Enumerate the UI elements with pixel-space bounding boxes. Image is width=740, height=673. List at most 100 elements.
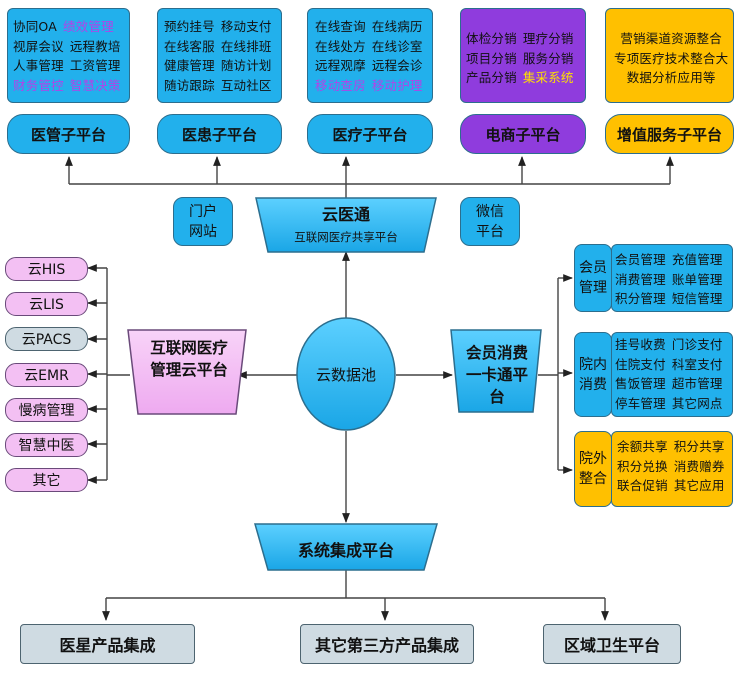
feature-item[interactable]: 健康管理 xyxy=(164,58,215,73)
feature-item[interactable]: 超市管理 xyxy=(671,376,723,391)
top-title-5[interactable]: 增值服务子平台 xyxy=(605,114,734,154)
integration-label[interactable]: 系统集成平台 xyxy=(297,541,394,560)
wechat-node[interactable]: 微信平台 xyxy=(460,197,520,246)
feature-item[interactable]: 积分管理 xyxy=(615,291,666,306)
data-pool-label[interactable]: 云数据池 xyxy=(315,366,376,384)
feature-item[interactable]: 专项医疗技术整合大 xyxy=(614,50,729,66)
feature-item[interactable]: 在线诊室 xyxy=(371,38,423,54)
feature-item[interactable]: 移动查房 xyxy=(315,77,366,93)
right-bracket xyxy=(538,278,559,470)
top-title-3[interactable]: 医疗子平台 xyxy=(307,114,433,154)
feature-item[interactable]: 产品分销 xyxy=(466,70,517,85)
feature-item[interactable]: 消费赠券 xyxy=(673,458,725,474)
top-title-2[interactable]: 医患子平台 xyxy=(157,114,282,154)
cloud-platform-shape xyxy=(255,197,437,253)
left-bracket xyxy=(106,268,130,480)
feature-item[interactable]: 集采系统 xyxy=(522,70,574,85)
right-label-3[interactable]: 院外整合 xyxy=(574,431,612,507)
feature-item[interactable]: 充值管理 xyxy=(671,252,723,267)
top-title-4[interactable]: 电商子平台 xyxy=(460,114,586,154)
right-label-1[interactable]: 会员管理 xyxy=(574,244,612,312)
feature-item[interactable]: 积分兑换 xyxy=(617,458,668,474)
feature-line: 会员管理充值管理 xyxy=(615,250,723,270)
left-item-6[interactable]: 智慧中医 xyxy=(5,433,88,457)
feature-item[interactable]: 其它网点 xyxy=(671,395,723,411)
feature-item[interactable]: 其它应用 xyxy=(673,478,725,493)
feature-item[interactable]: 随访计划 xyxy=(220,58,272,73)
feature-item[interactable]: 停车管理 xyxy=(615,395,666,411)
feature-item[interactable]: 在线病历 xyxy=(371,19,423,34)
feature-item[interactable]: 绩效管理 xyxy=(62,19,114,34)
feature-item[interactable]: 工资管理 xyxy=(69,58,121,73)
feature-item[interactable]: 移动支付 xyxy=(220,19,272,34)
bottom-item-1[interactable]: 医星产品集成 xyxy=(20,624,195,664)
feature-item[interactable]: 余额共享 xyxy=(617,439,668,454)
left-item-2[interactable]: 云LIS xyxy=(5,292,88,316)
feature-item[interactable]: 会员管理 xyxy=(615,252,666,267)
feature-item[interactable]: 远程会诊 xyxy=(371,58,423,73)
feature-item[interactable]: 在线查询 xyxy=(315,19,366,34)
feature-item[interactable]: 在线客服 xyxy=(164,38,215,54)
feature-item[interactable]: 在线排班 xyxy=(220,38,272,54)
top-title-1[interactable]: 医管子平台 xyxy=(7,114,130,154)
feature-item[interactable]: 预约挂号 xyxy=(164,19,215,34)
cloud-title[interactable]: 云医通 xyxy=(321,205,370,224)
top-features-4 xyxy=(460,8,586,103)
feature-item[interactable]: 短信管理 xyxy=(671,291,723,306)
left-item-3[interactable]: 云PACS xyxy=(5,327,88,351)
feature-line: 售饭管理超市管理 xyxy=(615,374,723,394)
feature-line: 协同OA 绩效管理 xyxy=(13,17,121,37)
feature-item[interactable]: 智慧决策 xyxy=(69,77,121,93)
feature-line: 在线查询在线病历 xyxy=(315,17,423,37)
feature-item[interactable]: 远程教培 xyxy=(69,38,121,54)
feature-item[interactable]: 挂号收费 xyxy=(615,337,666,352)
feature-item[interactable]: 数据分析应用等 xyxy=(626,70,716,85)
member-label[interactable]: 会员消费一卡通平台 xyxy=(465,344,528,406)
left-item-1[interactable]: 云HIS xyxy=(5,257,88,281)
right-features-2 xyxy=(611,332,733,417)
top-features-2 xyxy=(157,8,282,103)
feature-item[interactable]: 营销渠道资源整合 xyxy=(620,31,722,46)
feature-item[interactable]: 视屏会议 xyxy=(13,38,64,54)
feature-item[interactable]: 门诊支付 xyxy=(671,337,723,352)
bottom-item-2[interactable]: 其它第三方产品集成 xyxy=(300,624,474,664)
feature-line: 营销渠道资源整合 xyxy=(614,29,728,49)
feature-item[interactable]: 联合促销 xyxy=(617,478,668,493)
portal-node[interactable]: 门户网站 xyxy=(173,197,233,246)
feature-line: 消费管理账单管理 xyxy=(615,270,723,290)
feature-item[interactable]: 账单管理 xyxy=(671,271,723,287)
mgmt-label[interactable]: 互联网医疗管理云平台 xyxy=(150,339,228,379)
feature-line: 视屏会议远程教培 xyxy=(13,37,121,57)
feature-item[interactable]: 体检分销 xyxy=(466,31,517,46)
feature-item[interactable]: 在线处方 xyxy=(315,38,366,54)
feature-item[interactable]: 积分共享 xyxy=(673,439,725,454)
feature-item[interactable]: 服务分销 xyxy=(522,50,574,66)
feature-item[interactable]: 住院支付 xyxy=(615,356,666,372)
feature-item[interactable]: 售饭管理 xyxy=(615,376,666,391)
top-features-3 xyxy=(307,8,433,103)
data-pool-shape xyxy=(296,317,396,431)
feature-item[interactable]: 科室支付 xyxy=(671,356,723,372)
feature-item[interactable]: 财务管控 xyxy=(13,77,64,93)
feature-item[interactable]: 消费管理 xyxy=(615,271,666,287)
feature-item[interactable]: 项目分销 xyxy=(466,50,517,66)
bottom-item-3[interactable]: 区域卫生平台 xyxy=(543,624,681,664)
feature-item[interactable]: 理疗分销 xyxy=(522,31,574,46)
feature-line: 在线客服在线排班 xyxy=(164,37,272,57)
feature-item[interactable]: 协同OA xyxy=(13,19,57,34)
feature-item[interactable]: 互动社区 xyxy=(220,77,272,93)
feature-item[interactable]: 人事管理 xyxy=(13,58,64,73)
feature-line: 人事管理工资管理 xyxy=(13,56,121,76)
portal-label: 门户网站 xyxy=(189,203,217,240)
left-item-5[interactable]: 慢病管理 xyxy=(5,398,88,422)
feature-line: 停车管理其它网点 xyxy=(615,394,723,414)
feature-line: 住院支付科室支付 xyxy=(615,355,723,375)
feature-line: 积分管理短信管理 xyxy=(615,289,723,309)
wechat-label: 微信平台 xyxy=(476,203,504,240)
left-item-4[interactable]: 云EMR xyxy=(5,363,88,387)
left-item-7[interactable]: 其它 xyxy=(5,468,88,492)
feature-item[interactable]: 远程观摩 xyxy=(315,58,366,73)
right-label-2[interactable]: 院内消费 xyxy=(574,332,612,417)
feature-item[interactable]: 随访跟踪 xyxy=(164,77,215,93)
feature-item[interactable]: 移动护理 xyxy=(371,77,423,93)
